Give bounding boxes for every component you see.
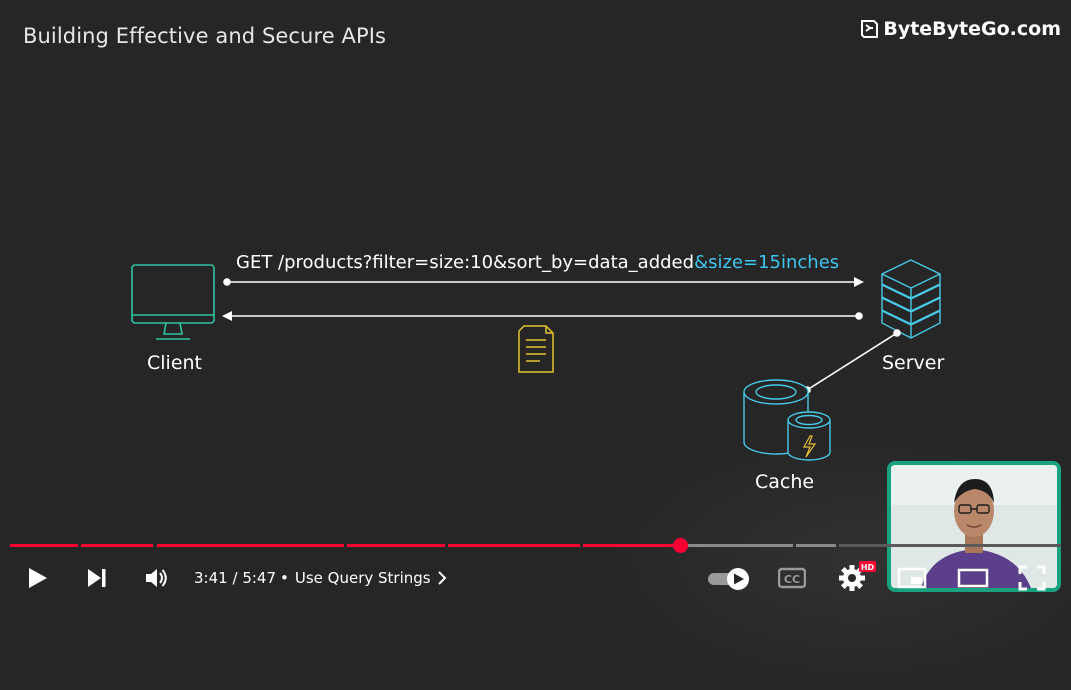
next-icon[interactable] — [86, 567, 108, 589]
chapter-segment[interactable] — [583, 544, 681, 547]
chapter-title-button[interactable]: • Use Query Strings — [280, 569, 447, 587]
chapter-segment[interactable] — [448, 544, 580, 547]
chapter-segment[interactable] — [839, 544, 1061, 547]
chevron-right-icon — [437, 571, 447, 585]
scrubber-handle[interactable] — [673, 538, 688, 553]
chapter-segment[interactable] — [157, 544, 344, 547]
server-label: Server — [882, 352, 945, 374]
fullscreen-icon[interactable] — [1018, 565, 1046, 591]
captions-label: CC — [784, 573, 800, 586]
theater-icon[interactable] — [957, 566, 989, 590]
time-separator: / — [232, 569, 238, 587]
chapter-title: Use Query Strings — [294, 569, 431, 587]
time-display: 3:41 / 5:47 — [194, 569, 276, 587]
chapter-segment[interactable] — [81, 544, 153, 547]
monitor-icon — [131, 264, 215, 340]
autoplay-toggle-icon[interactable] — [707, 567, 751, 591]
duration: 5:47 — [242, 569, 276, 587]
request-highlight: &size=15inches — [694, 252, 840, 273]
slide-title: Building Effective and Secure APIs — [23, 24, 387, 48]
chapter-bullet: • — [280, 569, 289, 587]
diagram — [131, 259, 941, 461]
brand-logo: ByteByteGo.com — [859, 18, 1061, 40]
play-icon[interactable] — [26, 566, 50, 590]
server-stack-icon — [881, 259, 941, 339]
request-path: GET /products?filter=size:10&sort_by=dat… — [236, 252, 695, 273]
document-icon — [518, 325, 554, 373]
chapter-segment[interactable] — [796, 544, 836, 547]
miniplayer-icon[interactable] — [897, 566, 927, 590]
current-time: 3:41 — [194, 569, 228, 587]
client-label: Client — [147, 352, 203, 374]
request-url: GET /products?filter=size:10&sort_by=dat… — [236, 252, 839, 273]
brand-name: ByteByteGo.com — [883, 18, 1061, 40]
progress-bar[interactable] — [10, 538, 1061, 553]
request-arrow — [223, 277, 864, 287]
database-icon — [743, 379, 831, 461]
chapter-segment[interactable] — [10, 544, 78, 547]
response-arrow — [222, 311, 863, 321]
volume-icon[interactable] — [144, 566, 170, 590]
brand-logo-icon — [861, 20, 879, 38]
gear-icon[interactable]: HD — [838, 561, 878, 591]
captions-icon[interactable]: CC — [778, 567, 806, 589]
chapter-segment[interactable] — [347, 544, 445, 547]
cache-label: Cache — [755, 471, 815, 493]
hd-badge: HD — [861, 563, 875, 572]
chapter-segment[interactable] — [681, 544, 793, 547]
presenter-image — [891, 465, 1057, 588]
